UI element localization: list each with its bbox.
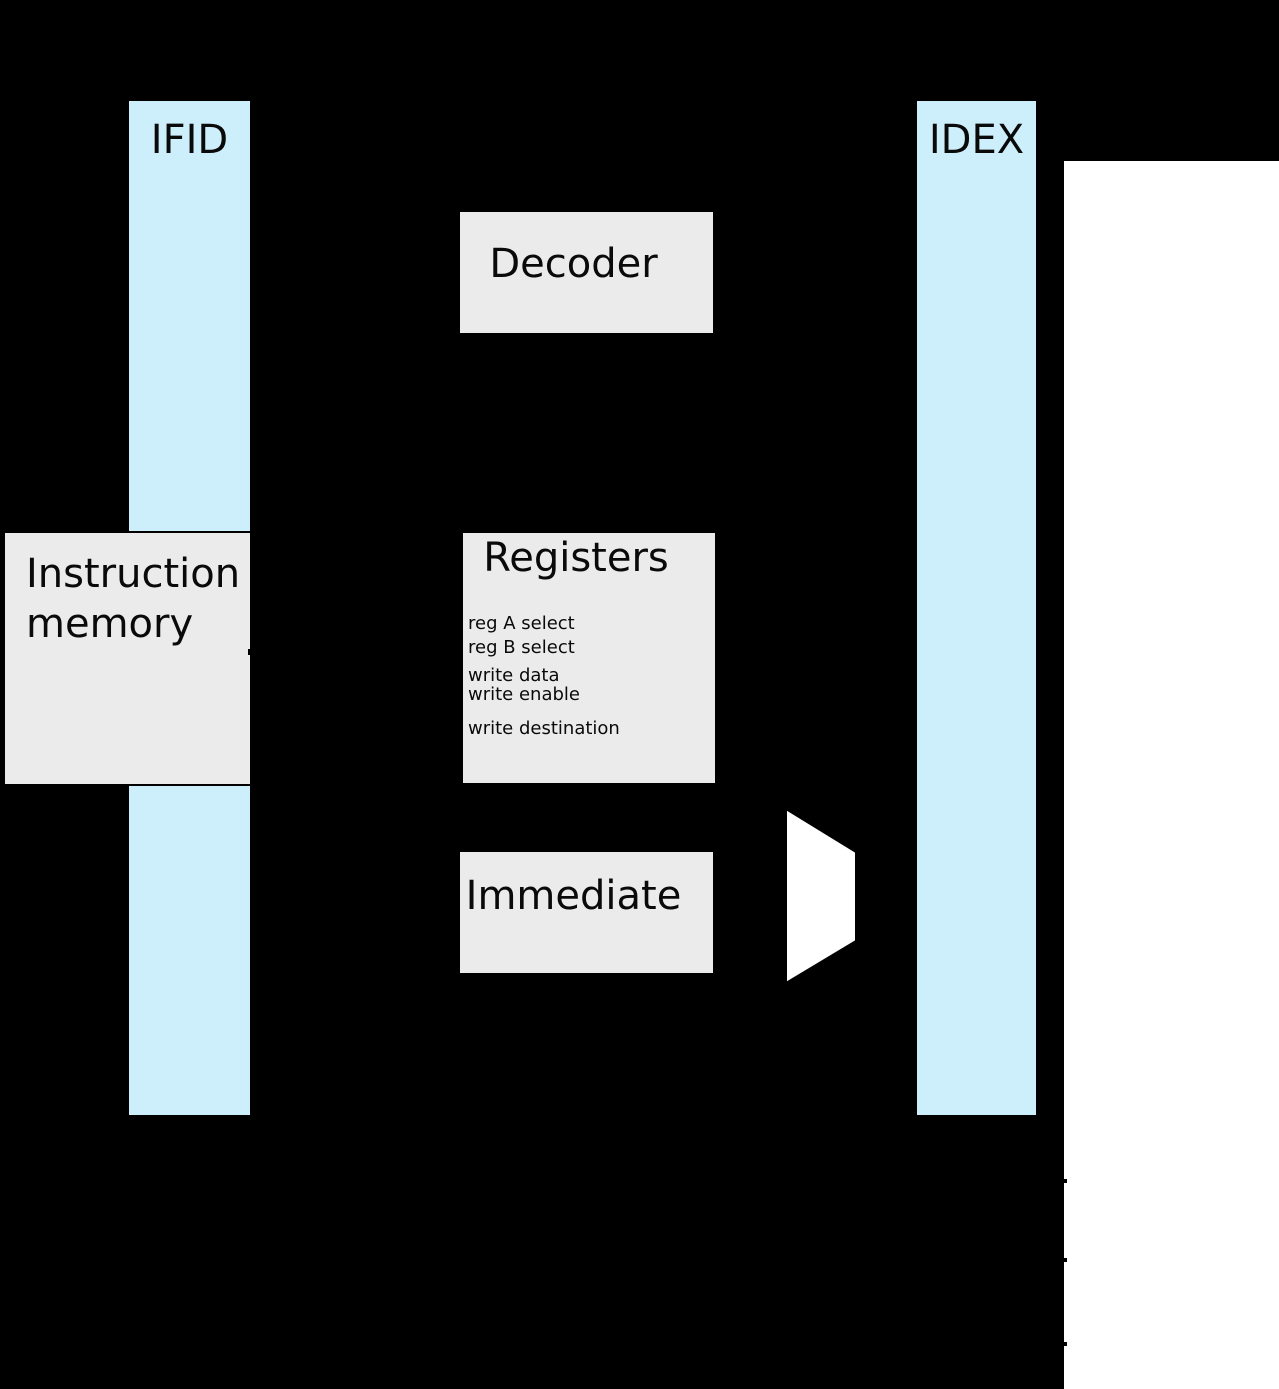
wire-stub-right-3 bbox=[1061, 1342, 1067, 1346]
idex-pipeline-register: IDEX bbox=[915, 99, 1038, 1117]
idex-label: IDEX bbox=[928, 117, 1025, 163]
wire-stub-right-2 bbox=[1061, 1258, 1067, 1262]
wire-stub-instruction-out bbox=[248, 649, 253, 655]
multiplexer-icon bbox=[785, 807, 857, 985]
port-reg-a-select: reg A select bbox=[468, 613, 575, 634]
registers-block: Registers reg A select reg B select writ… bbox=[461, 531, 717, 785]
instruction-memory-label-line2: memory bbox=[26, 601, 194, 647]
port-reg-b-select: reg B select bbox=[468, 637, 575, 658]
canvas-white-region bbox=[1064, 161, 1279, 1389]
instruction-memory-label-line1: Instruction bbox=[26, 551, 241, 597]
port-write-destination: write destination bbox=[468, 718, 620, 739]
port-write-enable: write enable bbox=[468, 684, 580, 705]
instruction-memory-block: Instruction memory bbox=[3, 531, 252, 786]
registers-title: Registers bbox=[483, 535, 669, 581]
immediate-label: Immediate bbox=[465, 873, 682, 919]
ifid-label: IFID bbox=[150, 117, 229, 163]
instruction-memory-label: Instruction memory bbox=[26, 549, 240, 649]
port-write-data: write data bbox=[468, 665, 560, 686]
decoder-label: Decoder bbox=[489, 241, 658, 287]
wire-stub-right-1 bbox=[1061, 1179, 1067, 1183]
immediate-block: Immediate bbox=[458, 850, 715, 975]
decoder-block: Decoder bbox=[458, 210, 715, 335]
